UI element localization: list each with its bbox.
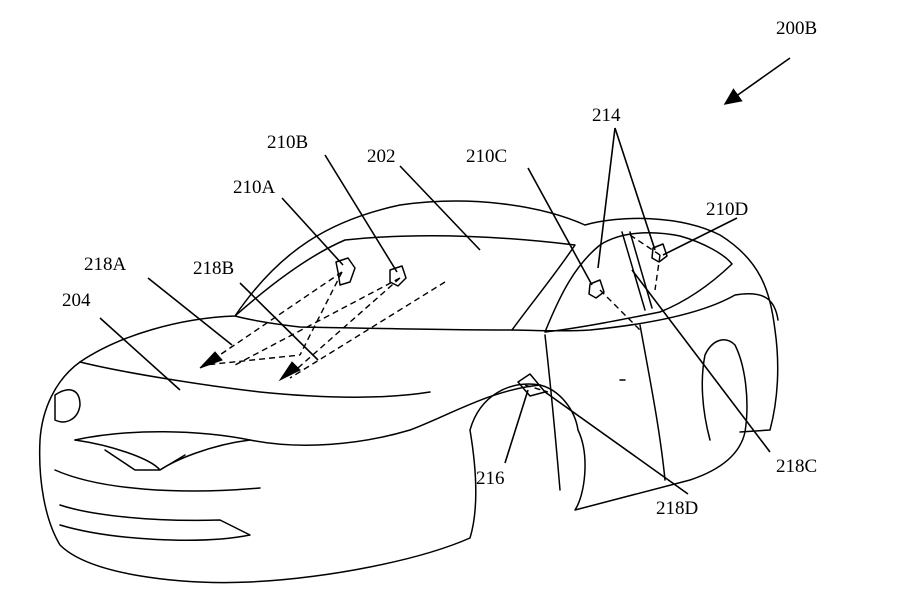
car-body (38, 200, 779, 584)
windshield (234, 234, 576, 331)
label-218b: 218B (193, 258, 234, 279)
sensor-210a-icon (335, 257, 356, 286)
rear-window (544, 232, 733, 333)
sensor-210c-icon (588, 279, 605, 299)
leader-lines (99, 57, 791, 495)
projection-beams (199, 234, 661, 393)
label-214: 214 (592, 105, 621, 126)
headlight (54, 389, 81, 423)
front-bumper (54, 469, 261, 541)
label-216: 216 (476, 468, 505, 489)
door-pillar (621, 231, 653, 311)
label-204: 204 (62, 290, 91, 311)
sensor-210d-icon (651, 243, 668, 263)
label-210a: 210A (233, 177, 276, 198)
label-210b: 210B (267, 132, 308, 153)
figure-reference-label: 200B (776, 18, 817, 39)
hood-line (74, 361, 541, 446)
label-210c: 210C (466, 146, 507, 167)
label-218c: 218C (776, 456, 817, 477)
label-202: 202 (367, 146, 396, 167)
label-218a: 218A (84, 254, 127, 275)
label-210d: 210D (706, 199, 748, 220)
door-line (544, 324, 666, 491)
label-218d: 218D (656, 498, 698, 519)
grille (74, 439, 251, 471)
sensor-210b-icon (389, 265, 407, 287)
